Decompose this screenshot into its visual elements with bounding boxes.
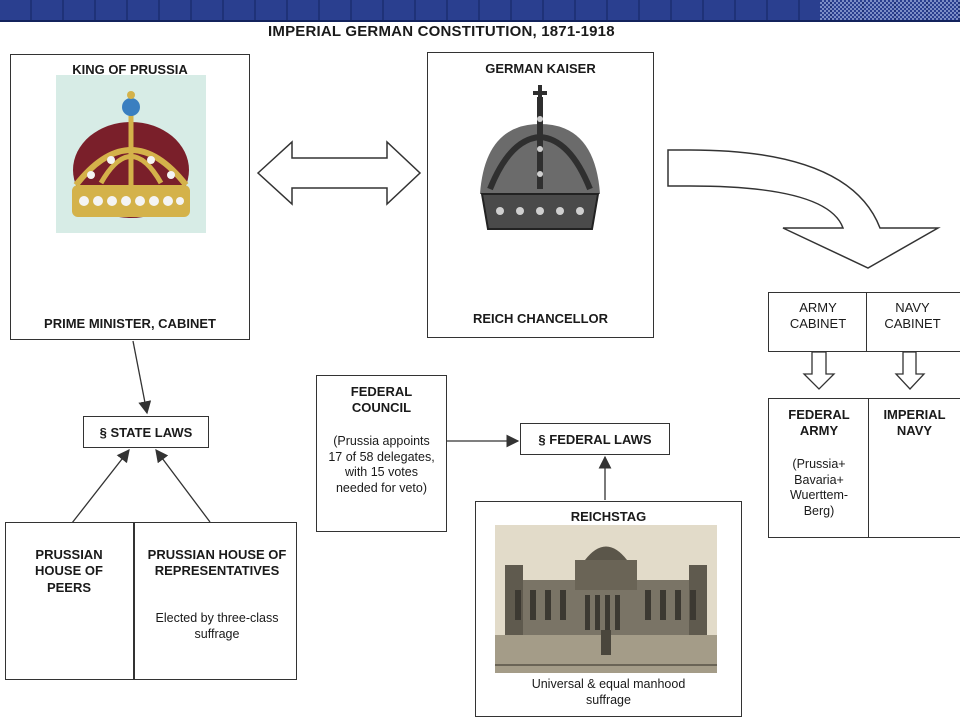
diagram-title: IMPERIAL GERMAN CONSTITUTION, 1871-1918 <box>268 23 615 40</box>
federal-laws-label: § FEDERAL LAWS <box>538 432 652 447</box>
prussian-crown-image <box>56 75 206 233</box>
state-laws-box: § STATE LAWS <box>83 416 209 448</box>
federal-council-note: (Prussia appoints 17 of 58 delegates, wi… <box>328 434 435 495</box>
pm-to-state-arrow <box>132 340 152 415</box>
curved-arrow <box>667 149 941 269</box>
navy-cabinet-box: NAVY CABINET <box>866 292 960 352</box>
peers-to-state-arrow <box>71 448 130 524</box>
reichstag-box: REICHSTAG Universal & equal manhood suff… <box>475 501 742 717</box>
king-of-prussia-label: KING OF PRUSSIA <box>72 62 188 77</box>
german-kaiser-label: GERMAN KAISER <box>485 61 596 76</box>
slide-top-bar <box>0 0 960 22</box>
federal-council-title: FEDERAL COUNCIL <box>350 384 413 416</box>
prussian-reps-note: Elected by three-class suffrage <box>155 611 279 641</box>
houses-divider <box>133 523 135 679</box>
federal-council-box: FEDERAL COUNCIL (Prussia appoints 17 of … <box>316 375 447 532</box>
double-arrow <box>256 140 422 206</box>
top-bar-pattern <box>820 0 960 22</box>
army-cabinet-box: ARMY CABINET <box>768 292 868 352</box>
imperial-navy-label: IMPERIAL NAVY <box>883 407 946 439</box>
federal-army-note: (Prussia+ Bavaria+ Wuerttem-Berg) <box>789 457 849 518</box>
reichstag-title: REICHSTAG <box>570 509 647 524</box>
army-down-arrow <box>802 351 836 390</box>
reichstag-building-image <box>495 525 717 673</box>
king-of-prussia-box: KING OF PRUSSIA PRIME MINISTER, CABINET <box>10 54 250 340</box>
federal-laws-box: § FEDERAL LAWS <box>520 423 670 455</box>
reps-to-state-arrow <box>155 448 211 523</box>
reichstag-note: Universal & equal manhood suffrage <box>531 677 686 707</box>
imperial-crown-image <box>460 79 620 241</box>
prussian-house-of-reps-label: PRUSSIAN HOUSE OF REPRESENTATIVES <box>147 547 287 579</box>
federal-army-label: FEDERAL ARMY <box>788 407 850 439</box>
imperial-navy-box: IMPERIAL NAVY <box>868 398 960 538</box>
german-kaiser-box: GERMAN KAISER REICH CHANCELLOR <box>427 52 654 338</box>
prussian-house-of-peers-label: PRUSSIAN HOUSE OF PEERS <box>35 547 103 595</box>
navy-down-arrow <box>894 351 926 390</box>
prime-minister-label: PRIME MINISTER, CABINET <box>44 316 216 331</box>
reich-chancellor-label: REICH CHANCELLOR <box>472 311 609 326</box>
federal-army-box: FEDERAL ARMY (Prussia+ Bavaria+ Wuerttem… <box>768 398 870 538</box>
army-cabinet-label: ARMY CABINET <box>789 300 847 332</box>
navy-cabinet-label: NAVY CABINET <box>884 300 941 332</box>
prussian-houses-box: PRUSSIAN HOUSE OF PEERS PRUSSIAN HOUSE O… <box>5 522 297 680</box>
state-laws-label: § STATE LAWS <box>99 425 193 440</box>
